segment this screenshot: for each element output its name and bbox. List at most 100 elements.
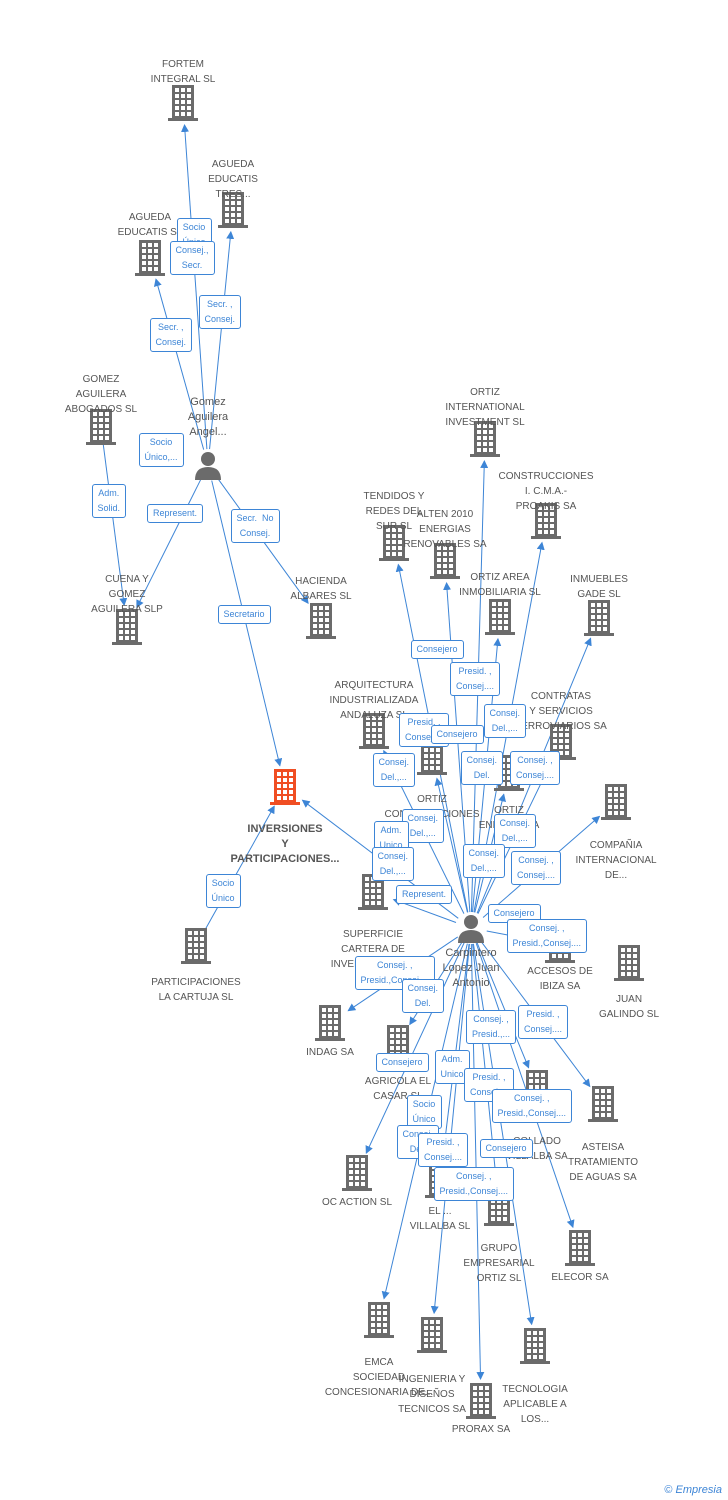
relation-badge[interactable]: Consej. Del.,... xyxy=(372,753,416,787)
brand-name[interactable]: Empresia xyxy=(675,1484,722,1496)
building-icon[interactable] xyxy=(86,409,116,445)
company-label-elecor[interactable]: ELECOR SA xyxy=(551,1272,609,1283)
building-icon[interactable] xyxy=(430,543,460,579)
company-label-emca[interactable]: EMCA SOCIEDAD CONCESIONARIA DE... xyxy=(324,1357,434,1398)
relation-badge[interactable]: Consej. Del. xyxy=(460,751,504,785)
relation-badge[interactable]: Presid. , Consej.... xyxy=(418,1133,469,1167)
relation-badge[interactable]: Consej. Del.,... xyxy=(462,844,506,878)
relation-badge[interactable]: Consej. , Consej.... xyxy=(511,851,562,885)
building-icon[interactable] xyxy=(531,503,561,539)
company-label-ingenieria[interactable]: INGENIERIA Y DISEÑOS TECNICOS SA xyxy=(398,1374,466,1415)
company-label-indag[interactable]: INDAG SA xyxy=(306,1047,354,1058)
relation-badge[interactable]: Consej. , Consej.... xyxy=(510,751,561,785)
company-label-cartuja[interactable]: PARTICIPACIONES LA CARTUJA SL xyxy=(151,977,241,1003)
company-label-compania[interactable]: COMPAÑIA INTERNACIONAL DE... xyxy=(575,840,657,881)
relation-badge[interactable]: Consejero xyxy=(410,639,464,659)
company-label-prorax[interactable]: PRORAX SA xyxy=(451,1424,511,1435)
relation-badge[interactable]: Consej. Del.,... xyxy=(493,814,537,848)
relation-badge[interactable]: Consej. Del. xyxy=(401,979,445,1013)
company-label-hacienda[interactable]: HACIENDA ALBARES SL xyxy=(290,576,352,602)
building-icon[interactable] xyxy=(342,1155,372,1191)
building-icon[interactable] xyxy=(470,421,500,457)
company-label-tendidos[interactable]: TENDIDOS Y REDES DEL SUR SL xyxy=(363,491,425,532)
building-icon[interactable] xyxy=(112,609,142,645)
relation-badge[interactable]: Socio Único xyxy=(205,874,241,908)
building-icon[interactable] xyxy=(306,603,336,639)
person-label-carpintero[interactable]: Carpintero Lopez Juan Antonio xyxy=(442,947,500,989)
edge-gomez-to-agueda_tres xyxy=(209,230,235,450)
relation-badge[interactable]: Consej. , Presid.,Consej.... xyxy=(491,1089,573,1123)
building-icon[interactable] xyxy=(359,713,389,749)
building-icon[interactable] xyxy=(584,600,614,636)
building-icon[interactable] xyxy=(270,769,300,805)
relation-badge[interactable]: Consej. Del.,... xyxy=(483,704,527,738)
company-label-ortiz-area[interactable]: ORTIZ AREA INMOBILIARIA SL xyxy=(459,572,541,598)
relation-badge[interactable]: Presid. , Consej.... xyxy=(518,1005,569,1039)
building-icon[interactable] xyxy=(364,1302,394,1338)
edge-carpintero-to-elecor xyxy=(475,942,575,1229)
company-label-cmapro[interactable]: CONSTRUCCIONES I. C.M.A.- PROAKIS SA xyxy=(498,471,594,512)
relation-badge[interactable]: Consej. Del.,... xyxy=(401,809,445,843)
company-label-contratas[interactable]: CONTRATAS Y SERVICIOS FERROVIARIOS SA xyxy=(515,691,607,732)
building-icon[interactable] xyxy=(520,1328,550,1364)
building-icon[interactable] xyxy=(181,928,211,964)
company-label-gomez-abog[interactable]: GOMEZ AGUILERA ABOGADOS SL xyxy=(64,374,138,415)
building-icon[interactable] xyxy=(315,1005,345,1041)
relation-badge[interactable]: Consej. Del.,... xyxy=(371,847,415,881)
company-label-ortiz-int[interactable]: ORTIZ INTERNATIONAL INVESTMENT SL xyxy=(445,387,525,428)
company-label-fortem[interactable]: FORTEM INTEGRAL SL xyxy=(150,59,216,85)
building-icon[interactable] xyxy=(588,1086,618,1122)
company-label-tecnologia[interactable]: TECNOLOGIA APLICABLE A LOS... xyxy=(502,1384,568,1425)
edge-gomez_abog-to-cuena xyxy=(102,442,128,607)
relation-badge[interactable]: Consej. , Presid.,Consej.... xyxy=(433,1167,515,1201)
company-label-grupo[interactable]: GRUPO EMPRESARIAL ORTIZ SL xyxy=(463,1243,535,1284)
relation-badge[interactable]: Adm. Unico xyxy=(434,1050,470,1084)
building-icon[interactable] xyxy=(135,240,165,276)
edge-carpintero-to-ingenieria xyxy=(430,943,470,1315)
person-label-gomez[interactable]: Gomez Aguilera Angel... xyxy=(187,396,229,438)
relation-badge[interactable]: Represent. xyxy=(147,503,204,523)
relation-badge[interactable]: Presid. , Consej.... xyxy=(450,662,501,696)
relation-badge[interactable]: Consejero xyxy=(430,724,484,744)
building-icon[interactable] xyxy=(168,85,198,121)
relation-badge[interactable]: Consej. , Presid.,... xyxy=(466,1010,517,1044)
relation-badge[interactable]: Socio Único,... xyxy=(138,433,184,467)
building-icon[interactable] xyxy=(379,525,409,561)
company-label-oc-action[interactable]: OC ACTION SL xyxy=(321,1197,393,1208)
company-label-juan-galindo[interactable]: JUAN GALINDO SL xyxy=(598,994,660,1020)
company-label-agueda[interactable]: AGUEDA EDUCATIS SL xyxy=(117,212,183,238)
building-icon[interactable] xyxy=(218,192,248,228)
relation-badge[interactable]: Consejero xyxy=(375,1052,429,1072)
relation-badge[interactable]: Socio Único xyxy=(406,1095,442,1129)
relation-badge[interactable]: Consej., Secr. xyxy=(169,241,215,275)
relation-badge[interactable]: Secr. , Consej. xyxy=(149,318,193,352)
relation-badge[interactable]: Adm. Solid. xyxy=(91,484,127,518)
person-icon[interactable] xyxy=(456,913,486,943)
relation-badge[interactable]: Consej. , Presid.,Consej.... xyxy=(506,919,588,953)
relation-badge[interactable]: Secr. No Consej. xyxy=(230,509,280,543)
company-label-accesos[interactable]: ACCESOS DE IBIZA SA xyxy=(527,966,593,992)
company-label-asteisa[interactable]: ASTEISA TRATAMIENTO DE AGUAS SA xyxy=(568,1142,638,1183)
person-icon[interactable] xyxy=(193,450,223,480)
company-label-alten[interactable]: ALTEN 2010 ENERGIAS RENOVABLES SA xyxy=(403,509,487,550)
relation-badge[interactable]: Secr. , Consej. xyxy=(198,295,242,329)
building-icon[interactable] xyxy=(466,1383,496,1419)
building-icon[interactable] xyxy=(601,784,631,820)
company-label-el-villalba[interactable]: EL ... VILLALBA SL xyxy=(409,1206,471,1232)
company-label-cuena[interactable]: CUENA Y GOMEZ AGUILERA SLP xyxy=(91,574,163,615)
company-label-inversiones[interactable]: INVERSIONES Y PARTICIPACIONES... xyxy=(230,823,340,865)
edge-gomez-to-agueda xyxy=(153,278,205,450)
relation-badge[interactable]: Represent. xyxy=(396,884,453,904)
building-icon[interactable] xyxy=(565,1230,595,1266)
edge-carpintero-to-tecnologia xyxy=(472,943,535,1326)
company-label-agueda-tres[interactable]: AGUEDA EDUCATIS TRES... xyxy=(208,159,258,200)
building-icon[interactable] xyxy=(614,945,644,981)
edge-gomez-to-cuena xyxy=(136,479,202,609)
building-icon[interactable] xyxy=(417,1317,447,1353)
relation-badge[interactable]: Secretario xyxy=(217,604,271,624)
building-icon[interactable] xyxy=(485,599,515,635)
relation-badge[interactable]: Consejero xyxy=(479,1138,533,1158)
company-label-inmuebles[interactable]: INMUEBLES GADE SL xyxy=(570,574,628,600)
building-icon[interactable] xyxy=(546,724,576,760)
